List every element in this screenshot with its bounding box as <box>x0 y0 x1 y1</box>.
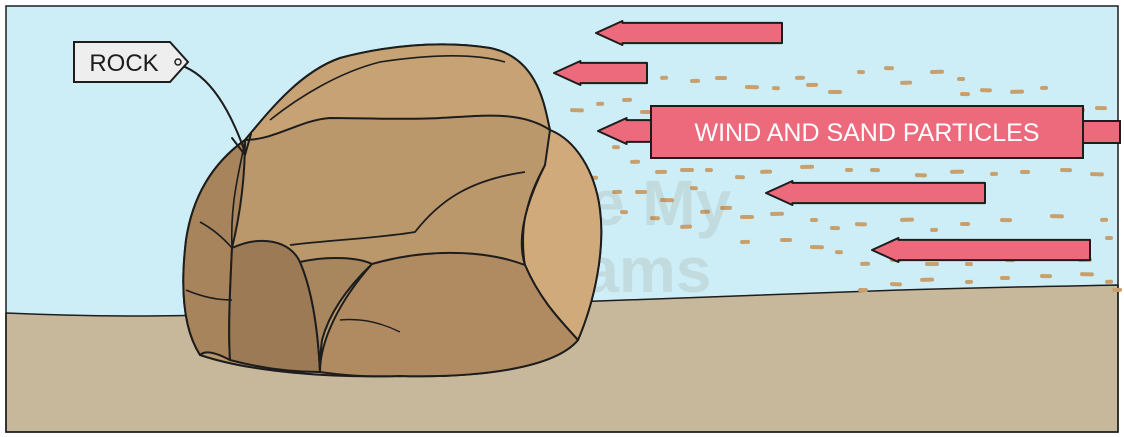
sand-particle-icon <box>965 262 973 266</box>
sand-particle-icon <box>960 92 970 96</box>
sand-particle-icon <box>950 170 964 174</box>
sand-particle-icon <box>1040 274 1052 278</box>
sand-particle-icon <box>960 222 970 226</box>
sand-particle-icon <box>795 76 805 80</box>
sand-particle-icon <box>772 86 780 90</box>
wind-arrow-icon <box>766 181 985 205</box>
sand-particle-icon <box>980 88 992 92</box>
sand-particle-icon <box>715 76 727 80</box>
sand-particle-icon <box>915 173 927 177</box>
sand-particle-icon <box>1020 170 1030 174</box>
wind-arrow-icon <box>872 238 1090 262</box>
sand-particle-icon <box>990 172 998 176</box>
sand-particle-icon <box>900 218 914 222</box>
sand-particle-icon <box>1100 218 1108 222</box>
sand-particle-icon <box>835 250 843 254</box>
sand-particle-icon <box>828 90 842 94</box>
sand-particle-icon <box>612 145 620 149</box>
sand-particle-icon <box>690 79 700 83</box>
sand-particle-icon <box>622 98 632 102</box>
wind-arrow-icon <box>596 21 782 45</box>
sand-particle-icon <box>806 83 818 87</box>
sand-particle-icon <box>1105 236 1113 240</box>
sand-particle-icon <box>1060 168 1072 172</box>
rock-tag: ROCK <box>74 42 188 82</box>
sand-particle-icon <box>930 70 944 74</box>
sand-particle-icon <box>596 102 604 106</box>
sand-particle-icon <box>920 278 934 282</box>
sand-particle-icon <box>957 77 965 81</box>
sand-particle-icon <box>1050 214 1064 218</box>
sand-particle-icon <box>810 218 818 222</box>
sand-particle-icon <box>890 282 902 286</box>
sand-particle-icon <box>1010 90 1024 94</box>
sand-particle-icon <box>660 76 668 80</box>
sand-particle-icon <box>630 160 640 164</box>
sand-particle-icon <box>884 66 894 70</box>
sand-particle-icon <box>930 228 938 232</box>
sand-particle-icon <box>1090 172 1104 176</box>
wind-label-box: WIND AND SAND PARTICLES <box>651 106 1083 158</box>
sand-particle-icon <box>830 226 840 230</box>
sand-particle-icon <box>870 168 880 172</box>
sand-particle-icon <box>1000 276 1010 280</box>
sand-particle-icon <box>740 240 750 244</box>
sand-particle-icon <box>570 108 584 112</box>
sand-particle-icon <box>800 165 814 169</box>
sand-particle-icon <box>810 245 824 249</box>
sand-particle-icon <box>745 85 759 89</box>
sand-particle-icon <box>965 280 973 284</box>
sand-particle-icon <box>1095 106 1107 110</box>
sand-particle-icon <box>900 81 912 85</box>
sand-particle-icon <box>1112 288 1122 292</box>
sand-particle-icon <box>1000 218 1012 222</box>
wind-label: WIND AND SAND PARTICLES <box>695 119 1040 147</box>
sand-particle-icon <box>780 238 792 242</box>
sand-particle-icon <box>858 288 868 292</box>
sand-particle-icon <box>860 262 870 266</box>
sand-particle-icon <box>855 222 867 226</box>
sand-particle-icon <box>760 170 772 174</box>
sand-particle-icon <box>735 175 745 179</box>
rock-label: ROCK <box>89 50 158 77</box>
sand-particle-icon <box>925 262 939 266</box>
sand-particle-icon <box>740 215 754 219</box>
sand-particle-icon <box>845 168 853 172</box>
sand-particle-icon <box>770 212 784 216</box>
sand-particle-icon <box>1105 280 1113 284</box>
sand-particle-icon <box>857 70 865 74</box>
sand-particle-icon <box>1080 272 1094 276</box>
wind-arrow-tail <box>1083 121 1120 143</box>
sand-particle-icon <box>1040 86 1048 90</box>
